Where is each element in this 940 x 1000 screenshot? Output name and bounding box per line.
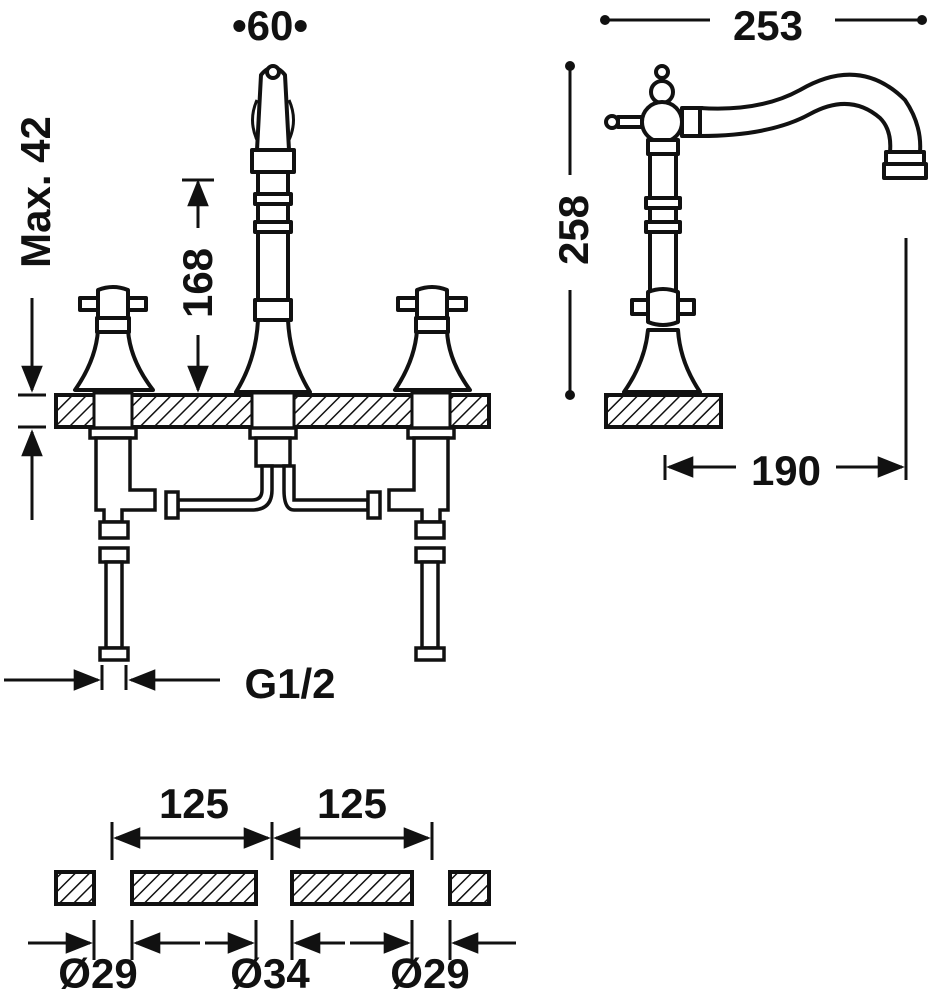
dim-hole-center-label: Ø34 [230, 950, 310, 997]
side-body [604, 64, 704, 394]
dim-thread-label: G1/2 [244, 660, 335, 707]
dim-spacing-right-label: 125 [317, 780, 387, 827]
dim-spout-reach-label: 190 [751, 447, 821, 494]
dim-spacing-left-label: 125 [159, 780, 229, 827]
front-view: •60• Max. 42 168 G1/2 [4, 2, 491, 707]
dim-max-deck: Max. 42 [12, 116, 59, 520]
dim-hole-left-label: Ø29 [58, 950, 137, 997]
dim-spout-width-label: •60• [232, 2, 308, 49]
dim-hole-right-label: Ø29 [390, 950, 469, 997]
dim-spout-height: 168 [174, 178, 221, 393]
dim-total-length: 253 [600, 2, 927, 49]
deck-slab [54, 391, 491, 431]
dim-holes: Ø29 Ø34 Ø29 [28, 920, 516, 997]
dim-thread: G1/2 [4, 660, 336, 707]
under-deck-plumbing [88, 426, 456, 662]
dim-max-deck-label: Max. 42 [12, 116, 59, 268]
dim-spacing: 125 125 [110, 780, 434, 860]
side-deck [604, 393, 723, 429]
side-view: 253 258 190 [550, 2, 928, 494]
left-handle [73, 285, 155, 392]
cutout-view: 125 125 Ø29 Ø34 Ø29 [28, 780, 516, 997]
side-spout [698, 72, 928, 180]
dim-total-height-label: 258 [550, 195, 597, 265]
spout-column [234, 64, 312, 394]
dim-spout-width: •60• [232, 2, 308, 49]
dim-spout-height-label: 168 [174, 248, 221, 318]
dim-spout-reach: 190 [663, 238, 908, 494]
dim-total-height: 258 [550, 61, 597, 400]
dim-total-length-label: 253 [733, 2, 803, 49]
cutout-deck [54, 870, 491, 906]
right-handle [393, 285, 472, 392]
